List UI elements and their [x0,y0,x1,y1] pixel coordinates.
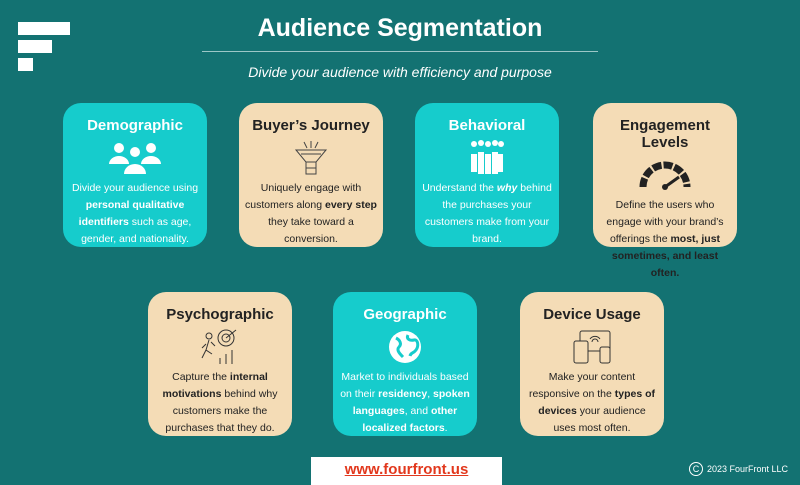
title-divider [202,51,598,52]
copyright-icon: C [688,462,703,476]
card-title: Device Usage [543,306,641,323]
fourfront-logo [18,22,70,76]
website-link-box: www.fourfront.us [311,457,502,485]
card-title: Buyer’s Journey [252,117,370,134]
page-title: Audience Segmentation [257,14,543,42]
gauge-icon [599,155,731,195]
card-title: Geographic [363,306,447,323]
card-description: Divide your audience using personal qual… [71,182,199,245]
card-description: Define the users who engage with your br… [606,199,724,279]
card-description: Market to individuals based on their res… [340,371,470,434]
globe-icon [339,327,471,367]
card-title: Psychographic [166,306,274,323]
target-runner-icon [154,327,286,367]
page-subtitle: Divide your audience with efficiency and… [248,64,552,80]
card-title: Engagement Levels [619,117,710,151]
website-link[interactable]: www.fourfront.us [344,461,469,478]
card-description: Make your content responsive on the type… [528,371,656,434]
crowd-icon [421,138,553,178]
card-title: Demographic [87,117,183,134]
devices-icon [526,327,658,367]
card-title: Behavioral [448,117,526,134]
funnel-icon [245,138,377,178]
card-description: Capture the internal motivations behind … [162,371,278,434]
card-description: Uniquely engage with customers along eve… [245,182,377,245]
card-description: Understand the why behind the purchases … [422,182,552,245]
people-icon [69,138,201,178]
